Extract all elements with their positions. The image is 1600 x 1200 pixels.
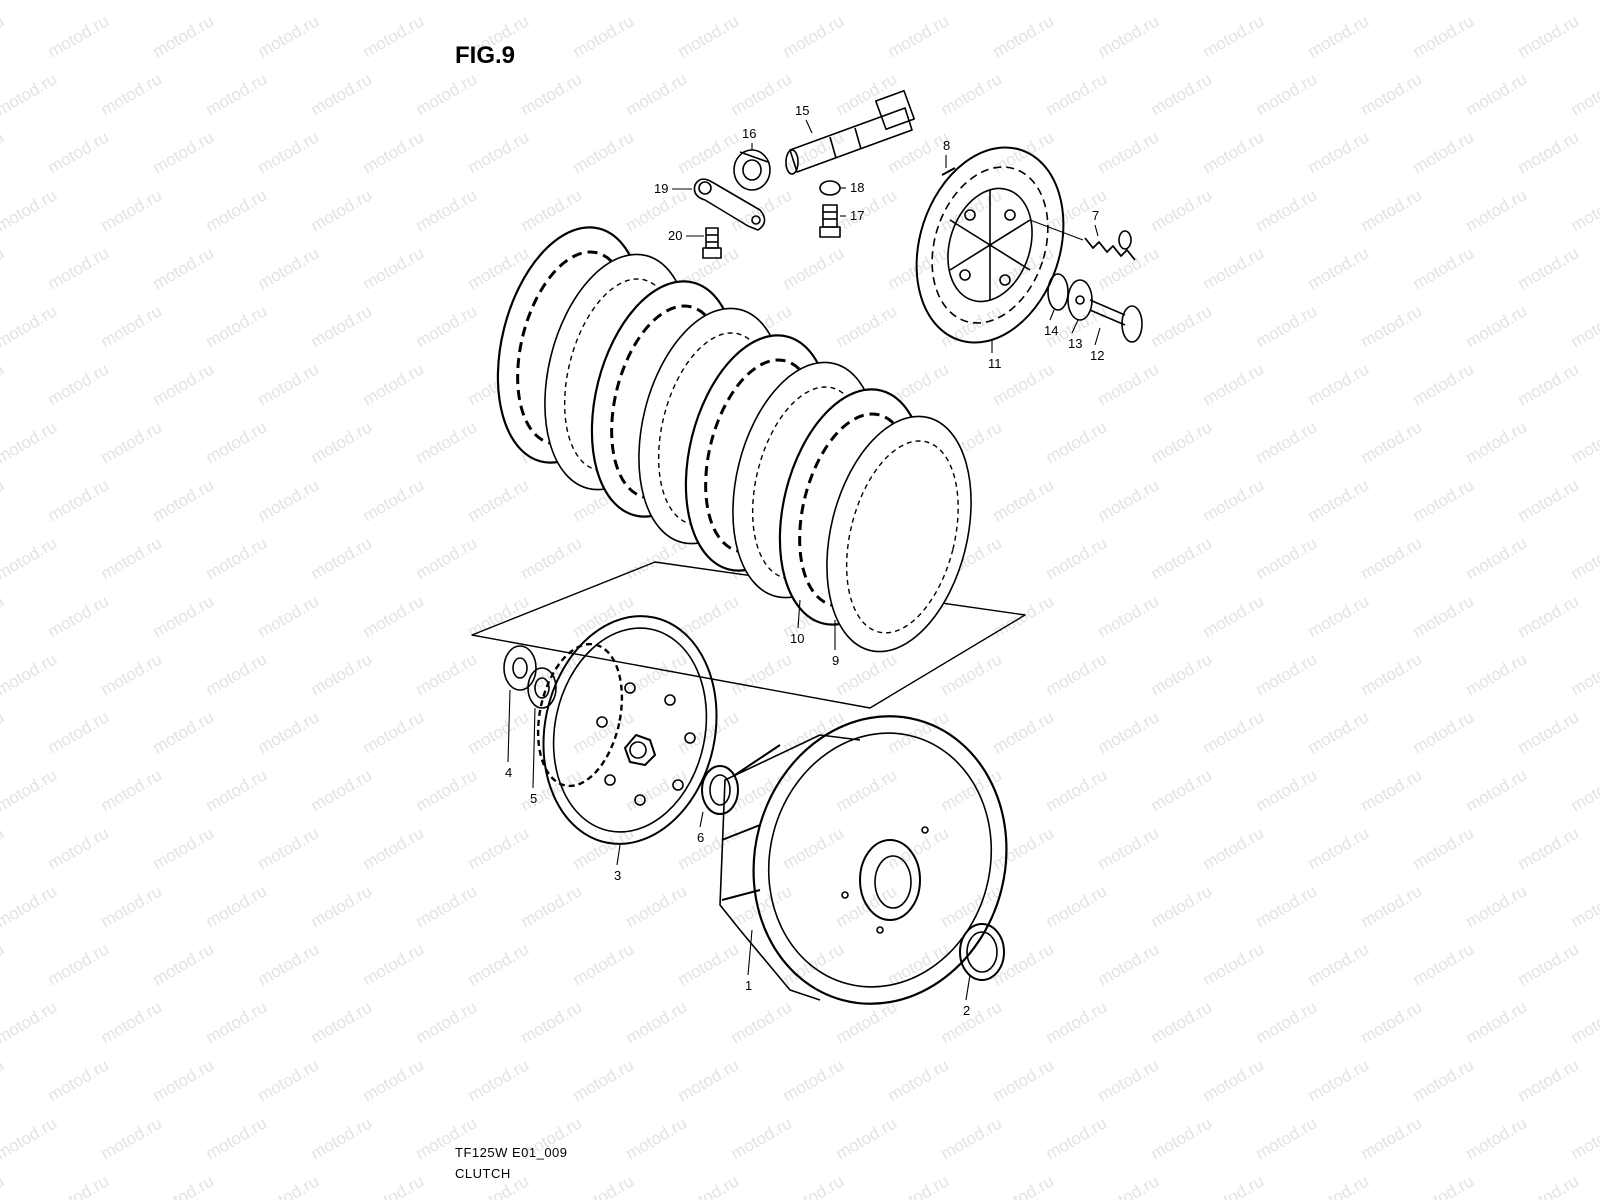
part-number-label: 16 xyxy=(742,126,756,141)
part-number-label: 5 xyxy=(530,791,537,806)
assembly-group-frame xyxy=(471,561,1026,709)
clutch-spring xyxy=(1029,219,1136,261)
part-number-label: 2 xyxy=(963,1003,970,1018)
part-number-label: 10 xyxy=(790,631,804,646)
release-shaft xyxy=(785,89,916,175)
push-rod-assembly xyxy=(1047,273,1143,343)
part-number-label: 12 xyxy=(1090,348,1104,363)
leader-line xyxy=(1049,309,1055,321)
figure-code: TF125W E01_009 xyxy=(455,1145,568,1160)
part-number-label: 11 xyxy=(988,356,1002,371)
leader-line xyxy=(616,844,621,866)
part-number-label: 4 xyxy=(505,765,512,780)
part-number-label: 13 xyxy=(1068,336,1082,351)
part-number-label: 17 xyxy=(850,208,864,223)
part-number-label: 6 xyxy=(697,830,704,845)
part-number-label: 20 xyxy=(668,228,682,243)
leader-line xyxy=(1094,224,1099,237)
thrust-washer xyxy=(701,765,739,815)
leader-line xyxy=(1094,327,1101,346)
leader-line xyxy=(532,707,536,789)
lock-washer xyxy=(527,667,557,709)
part-number-label: 14 xyxy=(1044,323,1058,338)
part-number-label: 18 xyxy=(850,180,864,195)
hub-nut xyxy=(503,645,537,691)
clutch-sleeve-hub xyxy=(536,615,718,845)
leader-line xyxy=(747,929,753,976)
figure-name: CLUTCH xyxy=(455,1166,511,1181)
oil-seal xyxy=(733,149,771,191)
primary-driven-gear-housing xyxy=(719,715,1008,1005)
leader-line xyxy=(965,974,971,1001)
watermark-text: motod.ru xyxy=(0,1171,7,1200)
figure-title: FIG.9 xyxy=(455,42,516,69)
part-number-label: 19 xyxy=(654,181,668,196)
washer xyxy=(819,180,841,196)
clutch-plate-stack xyxy=(496,226,972,653)
part-number-label: 8 xyxy=(943,138,950,153)
part-number-label: 7 xyxy=(1092,208,1099,223)
housing-washer xyxy=(959,923,1005,981)
leader-line xyxy=(805,119,813,134)
leader-line xyxy=(1071,319,1079,334)
bolt xyxy=(819,204,841,238)
part-number-label: 15 xyxy=(795,103,809,118)
part-number-label: 1 xyxy=(745,978,752,993)
pin xyxy=(941,167,956,176)
part-number-label: 3 xyxy=(614,868,621,883)
release-lever xyxy=(693,178,766,231)
part-number-label: 9 xyxy=(832,653,839,668)
plate-inner-teeth xyxy=(845,440,959,634)
leader-line xyxy=(797,599,801,629)
leader-line xyxy=(507,689,511,763)
lever-bolt xyxy=(702,227,722,259)
leader-line xyxy=(699,811,704,828)
pressure-plate xyxy=(915,146,1065,344)
